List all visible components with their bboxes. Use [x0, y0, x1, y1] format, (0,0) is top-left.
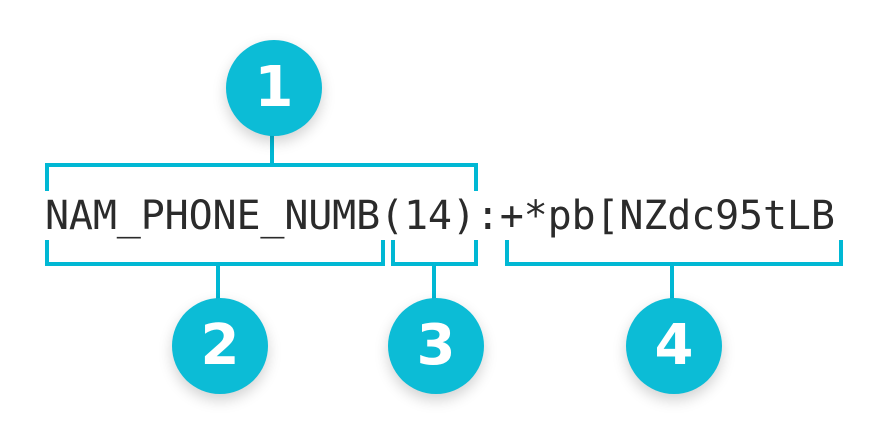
bracket-callout-4 [505, 240, 843, 266]
stem-callout-1 [270, 120, 274, 165]
stem-callout-4 [670, 262, 674, 304]
annotated-code-string: NAM_PHONE_NUMB(14):+*pb[NZdc95tLB [45, 193, 835, 239]
bracket-callout-2 [45, 240, 385, 266]
stem-callout-3 [432, 262, 436, 304]
callout-bubble-1[interactable]: 1 [226, 40, 322, 136]
callout-bubble-2[interactable]: 2 [172, 298, 268, 394]
stem-callout-2 [216, 262, 220, 304]
callout-bubble-3[interactable]: 3 [388, 298, 484, 394]
callout-bubble-4[interactable]: 4 [626, 298, 722, 394]
bracket-callout-1 [45, 163, 478, 191]
